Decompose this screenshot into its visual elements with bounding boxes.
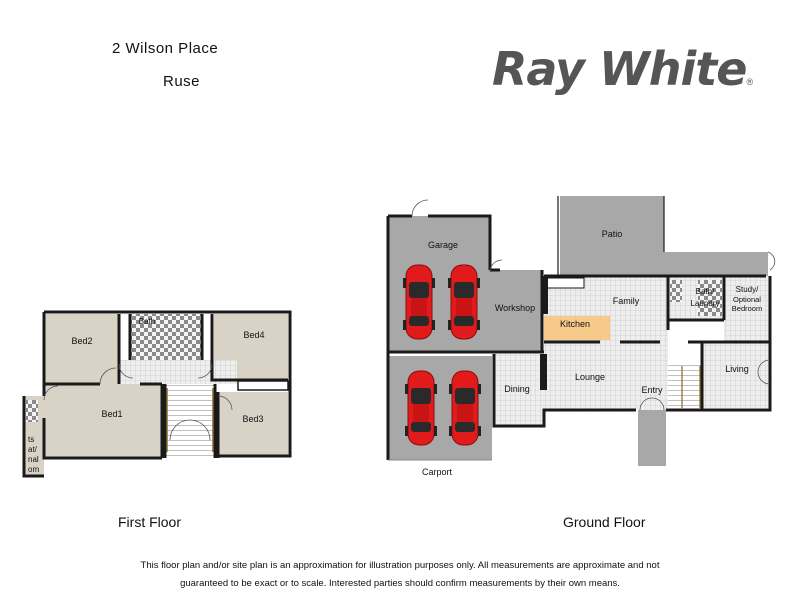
label-bed2: Bed2 [71,336,92,346]
label-bath-ground: Bath/ [696,287,715,296]
patio-side [664,252,768,276]
ray-white-logo: Ray White® [492,42,753,96]
car-garage-left [402,264,436,340]
ground-floor-label: Ground Floor [563,514,646,530]
logo-registered-mark: ® [746,77,754,87]
label-garage: Garage [428,240,458,250]
label-bed1: Bed1 [101,409,122,419]
label-laundry: Laundry [691,299,720,308]
label-bath-first: Bath [139,317,155,326]
lounge-room [544,342,636,410]
ground-floor-plan [386,196,776,466]
label-bed4: Bed4 [243,330,264,340]
workshop-room [490,270,542,352]
study-room [724,276,770,342]
label-cut-4: om [28,465,39,474]
dining-room [494,354,544,426]
disclaimer-line2: guaranteed to be exact or to scale. Inte… [180,578,620,589]
entry-hall [636,342,668,410]
label-carport: Carport [422,467,453,477]
label-cut-3: nal [28,455,39,464]
disclaimer: This floor plan and/or site plan is an a… [0,557,800,593]
label-cut-1: ts [28,435,34,444]
living-room [702,342,770,408]
patio-area [560,196,664,276]
label-patio: Patio [602,229,623,239]
address-suburb: Ruse [163,73,201,90]
oven-wall [542,276,548,314]
disclaimer-line1: This floor plan and/or site plan is an a… [140,560,660,571]
logo-text: Ray White [492,42,747,96]
first-floor-plan [22,310,292,478]
label-study-3: Bedroom [732,304,762,313]
label-lounge: Lounge [575,372,605,382]
fridge-wall [540,354,547,390]
bath-first-room [130,314,202,360]
label-bed3: Bed3 [242,414,263,424]
bath-tiles-a [670,280,682,302]
bed1-room [44,384,162,458]
label-living: Living [725,364,749,374]
car-carport-right [448,370,482,446]
label-cut-2: at/ [28,445,38,454]
first-floor-walls [22,310,292,478]
car-carport-left [404,370,438,446]
kitchen-bench [544,316,610,340]
label-family: Family [613,296,640,306]
bath-tiles-b [698,280,722,316]
cut-room-tiles [26,400,38,422]
bed3-room [218,392,288,456]
car-garage-right [447,264,481,340]
bed2-room [44,314,119,384]
entry-path [638,410,666,466]
label-dining: Dining [504,384,530,394]
ground-stairs [668,364,702,410]
label-study-1: Study/ [736,285,759,294]
label-study-2: Optional [733,295,761,304]
label-entry: Entry [641,385,663,395]
label-kitchen: Kitchen [560,319,590,329]
label-workshop: Workshop [495,303,535,313]
address-line1: 2 Wilson Place [112,40,219,57]
first-floor-label: First Floor [118,514,181,530]
